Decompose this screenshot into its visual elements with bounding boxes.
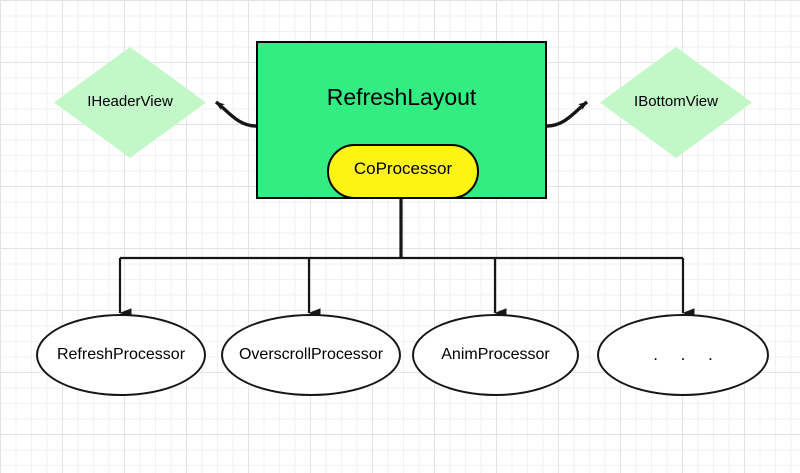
node-overscroll-processor[interactable]: OverscrollProcessor: [221, 314, 401, 396]
node-iheaderview-label: IHeaderView: [87, 93, 173, 111]
node-refreshlayout-label: RefreshLayout: [326, 84, 477, 110]
node-refresh-processor-label: RefreshProcessor: [56, 346, 186, 364]
node-anim-processor-label: AnimProcessor: [441, 346, 550, 364]
edge-refreshlayout-to-ibottomview: [546, 100, 589, 128]
node-more-processors-label: . . .: [653, 344, 722, 364]
node-overscroll-processor-label: OverscrollProcessor: [238, 346, 384, 364]
node-coprocessor-label: CoProcessor: [353, 159, 453, 179]
node-more-processors[interactable]: . . .: [597, 314, 769, 396]
node-ibottomview[interactable]: IBottomView: [600, 47, 752, 158]
node-ibottomview-label: IBottomView: [634, 93, 718, 111]
node-refresh-processor[interactable]: RefreshProcessor: [36, 314, 206, 396]
edge-refreshlayout-to-iheaderview: [214, 100, 257, 128]
node-anim-processor[interactable]: AnimProcessor: [412, 314, 579, 396]
node-coprocessor[interactable]: CoProcessor: [327, 144, 479, 199]
node-iheaderview[interactable]: IHeaderView: [54, 47, 206, 158]
